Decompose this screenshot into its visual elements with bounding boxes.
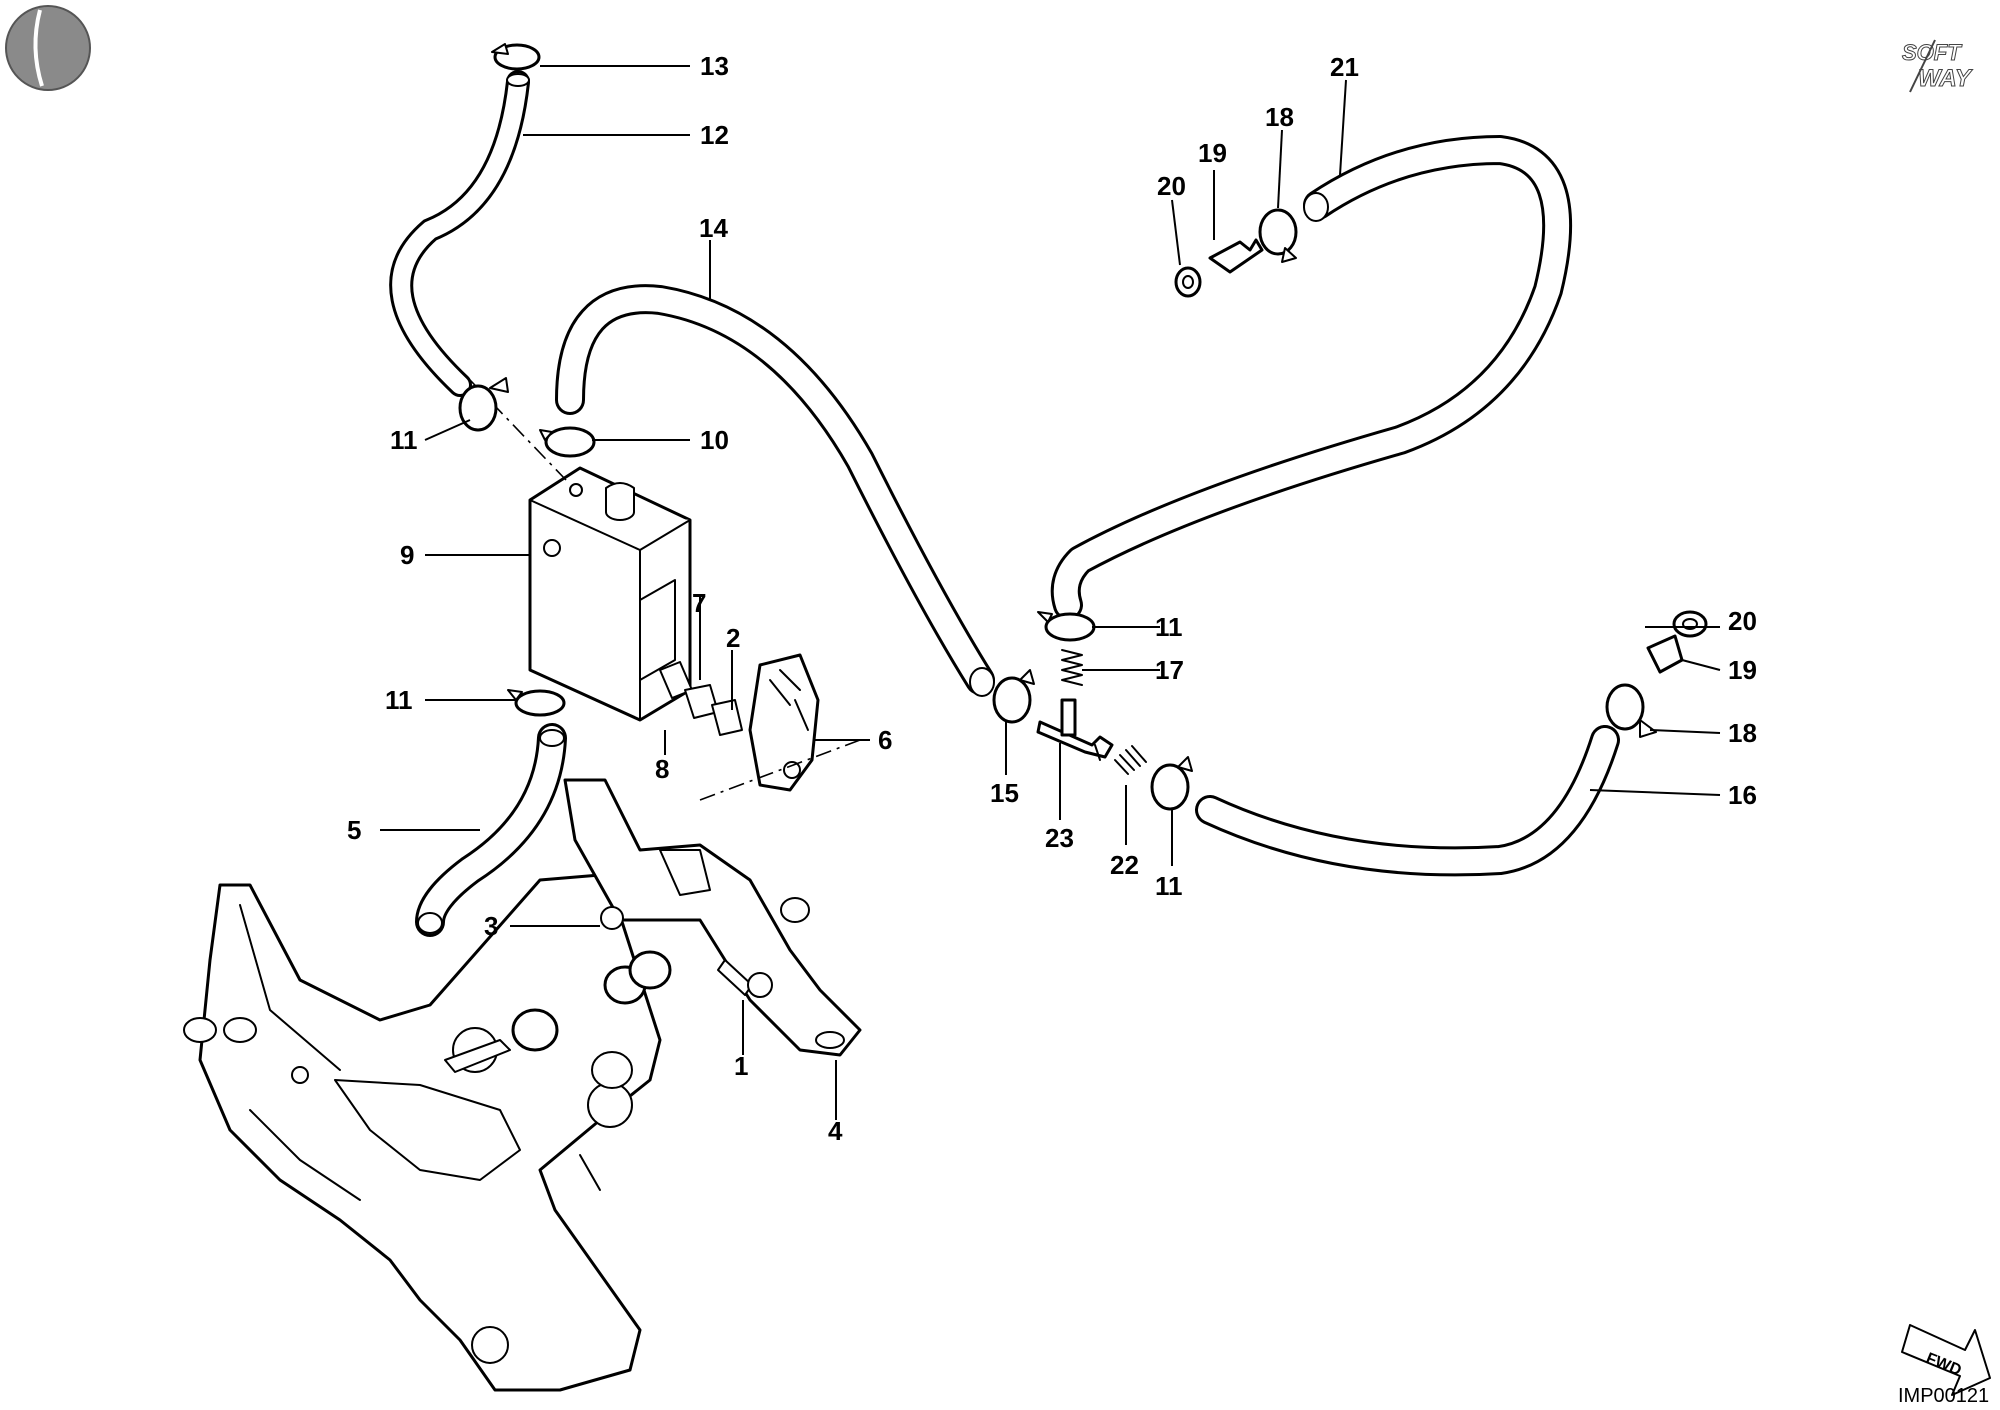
bolt-1 bbox=[717, 959, 773, 998]
clamp-11-mid bbox=[507, 689, 566, 717]
spring-22 bbox=[1114, 745, 1147, 775]
callout-20-right: 20 bbox=[1728, 606, 1757, 636]
hose-14 bbox=[555, 284, 995, 697]
hose-12 bbox=[389, 70, 530, 397]
callout-4: 4 bbox=[828, 1116, 843, 1146]
callout-20-top: 20 bbox=[1157, 171, 1186, 201]
callout-21: 21 bbox=[1330, 52, 1359, 82]
callout-16: 16 bbox=[1728, 780, 1757, 810]
callout-labels: 13 12 14 10 11 9 7 2 11 6 8 5 3 1 4 11 1… bbox=[347, 51, 1757, 1146]
callout-7: 7 bbox=[692, 588, 706, 618]
callout-9: 9 bbox=[400, 540, 414, 570]
spring-17 bbox=[1061, 649, 1083, 686]
callout-19-top: 19 bbox=[1198, 138, 1227, 168]
callout-18-right: 18 bbox=[1728, 718, 1757, 748]
callout-5: 5 bbox=[347, 815, 361, 845]
charcoal-canister bbox=[469, 379, 692, 722]
callout-18-top: 18 bbox=[1265, 102, 1294, 132]
mounting-plate-4 bbox=[563, 778, 862, 1057]
fitting-19-top bbox=[1208, 238, 1264, 274]
callout-11-low: 11 bbox=[1155, 871, 1183, 901]
callout-11-mid: 11 bbox=[385, 685, 413, 715]
callout-17: 17 bbox=[1155, 655, 1184, 685]
fitting-19-right bbox=[1646, 634, 1684, 674]
leader-lines bbox=[380, 65, 1721, 1120]
drawing-code: IMP00121 bbox=[1898, 1385, 1989, 1407]
clamp-13 bbox=[491, 43, 541, 71]
clamp-15 bbox=[992, 669, 1035, 724]
callout-10: 10 bbox=[700, 425, 729, 455]
callout-11-right: 11 bbox=[1155, 612, 1183, 642]
clamp-11-low bbox=[1150, 756, 1193, 811]
callout-19-right: 19 bbox=[1728, 655, 1757, 685]
clamp-11-top bbox=[458, 377, 509, 432]
clamp-18-top bbox=[1258, 208, 1298, 263]
callout-12: 12 bbox=[700, 120, 729, 150]
callout-11-top: 11 bbox=[390, 425, 418, 455]
callout-22: 22 bbox=[1110, 850, 1139, 880]
callout-1: 1 bbox=[734, 1051, 748, 1081]
callout-6: 6 bbox=[878, 725, 892, 755]
washer-20-top bbox=[1174, 266, 1202, 298]
callout-23: 23 bbox=[1045, 823, 1074, 853]
clamp-10 bbox=[539, 426, 596, 458]
fitting-parts-2-7-8 bbox=[659, 661, 861, 801]
clamp-18-right bbox=[1605, 683, 1657, 738]
softway-logo: SOFT WAY bbox=[1902, 40, 1974, 93]
callout-8: 8 bbox=[655, 754, 669, 784]
callout-13: 13 bbox=[700, 51, 729, 81]
nut-3 bbox=[600, 906, 624, 930]
washer-20-right bbox=[1672, 610, 1708, 638]
grommets bbox=[511, 950, 672, 1089]
callout-14: 14 bbox=[699, 213, 728, 243]
frame-bracket bbox=[183, 873, 662, 1392]
hose-5 bbox=[415, 723, 567, 937]
t-piece-23 bbox=[1036, 698, 1114, 761]
callout-3: 3 bbox=[484, 911, 498, 941]
corner-logo bbox=[5, 5, 91, 91]
hose-21 bbox=[1050, 135, 1573, 620]
hose-16 bbox=[1195, 725, 1620, 877]
clamp-11-right bbox=[1037, 611, 1096, 642]
callout-15: 15 bbox=[990, 778, 1019, 808]
callout-2: 2 bbox=[726, 623, 740, 653]
holder-6 bbox=[748, 653, 820, 792]
svg-text:WAY: WAY bbox=[1918, 65, 1973, 92]
